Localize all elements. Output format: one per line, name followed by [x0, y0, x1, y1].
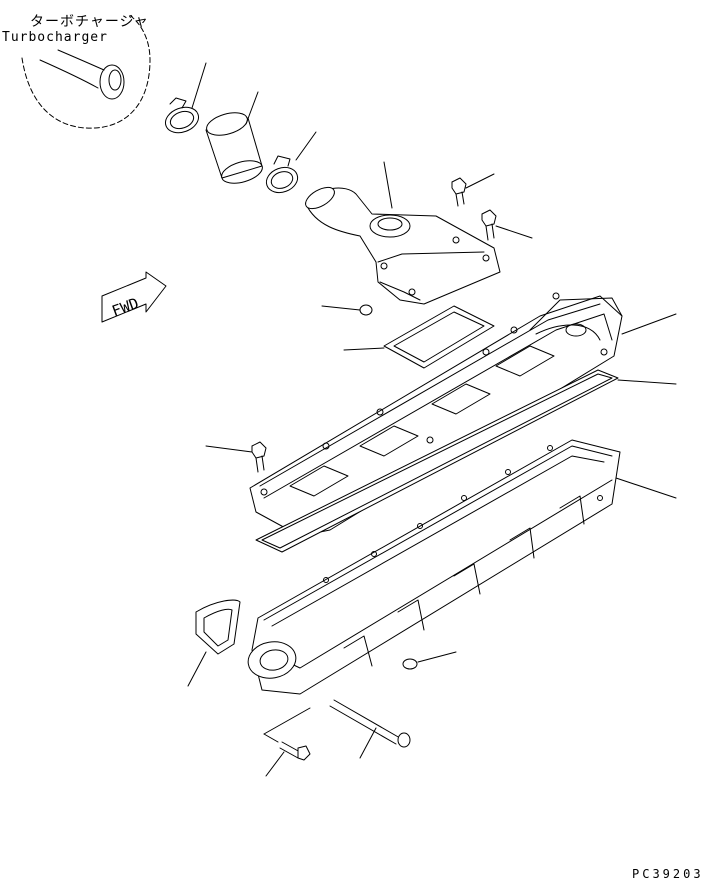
- fwd-arrow: FWD: [101, 271, 167, 323]
- flange-gasket: [187, 599, 241, 687]
- turbocharger-label-jp: ターボチャージャ: [30, 14, 149, 30]
- bolt-left: [205, 441, 267, 473]
- manifold-gasket: [255, 369, 677, 553]
- turbocharger-label-en: Turbocharger: [2, 30, 108, 45]
- hose-clamp-1: [165, 62, 207, 134]
- turbocharger-outline: [21, 13, 151, 129]
- manifold-cover: [249, 292, 677, 537]
- bolt-upper-1: [451, 173, 495, 207]
- bolt-upper-2: [481, 209, 533, 241]
- connector-gasket: [343, 305, 495, 369]
- bolt-manifold: [402, 651, 457, 670]
- intake-connector: [305, 161, 501, 305]
- drawing-number: PC39203: [632, 867, 703, 881]
- long-bolt: [329, 699, 411, 759]
- connector-hose: [205, 91, 263, 184]
- hose-clamp-2: [265, 131, 317, 194]
- intake-manifold: [247, 439, 677, 695]
- nut-small: [321, 304, 373, 316]
- bolt-short: [263, 707, 311, 777]
